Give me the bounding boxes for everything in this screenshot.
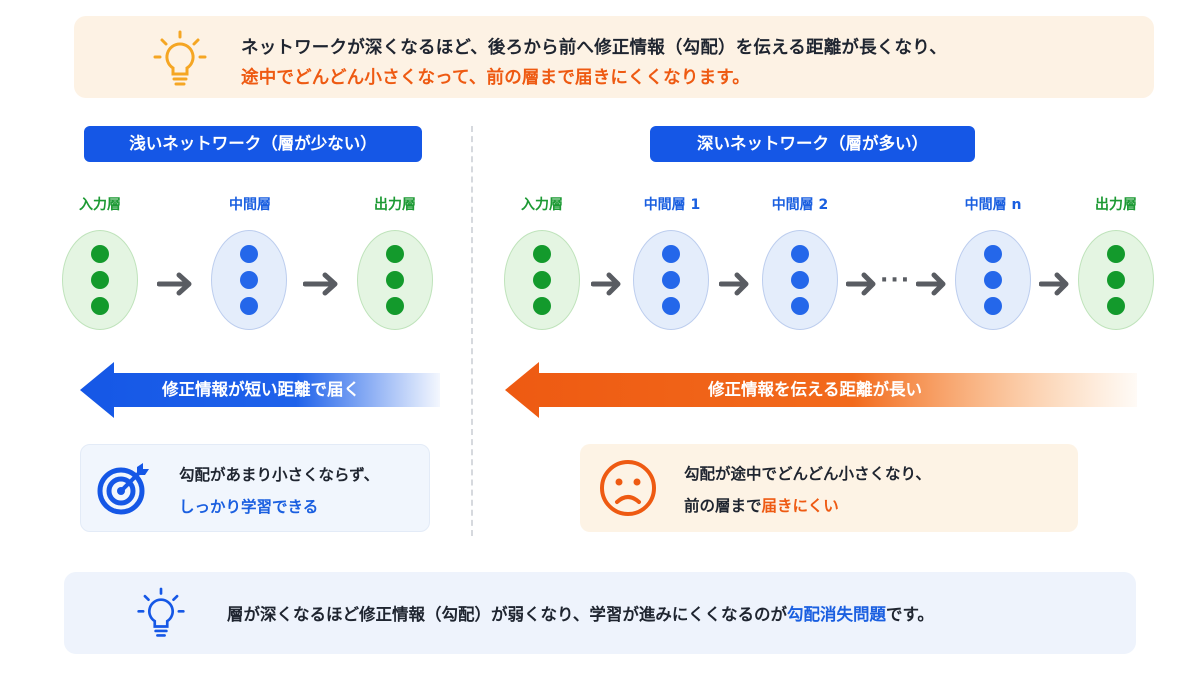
right-arrow-icon bbox=[916, 272, 946, 296]
neuron-dot bbox=[984, 271, 1002, 289]
deep-layer-label-output: 出力層 bbox=[1095, 197, 1137, 213]
neuron-dot bbox=[533, 271, 551, 289]
target-icon bbox=[97, 463, 149, 515]
deep-layer-label-hidden-n: 中間層 n bbox=[964, 197, 1022, 213]
right-arrow-icon bbox=[157, 272, 192, 296]
deep-result-card: 勾配が途中でどんどん小さくなり、 前の層まで届きにくい bbox=[580, 444, 1078, 532]
shallow-output-layer-node bbox=[357, 230, 433, 330]
summary-suffix: です。 bbox=[886, 605, 934, 624]
neuron-dot bbox=[791, 245, 809, 263]
neuron-dot bbox=[240, 271, 258, 289]
shallow-layer-label-output: 出力層 bbox=[374, 197, 416, 213]
summary-text: 層が深くなるほど修正情報（勾配）が弱くなり、学習が進みにくくなるのが勾配消失問題… bbox=[227, 601, 934, 625]
summary-prefix: 層が深くなるほど修正情報（勾配）が弱くなり、学習が進みにくくなるのが bbox=[227, 605, 788, 624]
lightbulb-icon bbox=[137, 587, 185, 637]
deep-network-title: 深いネットワーク（層が多い） bbox=[650, 126, 975, 162]
deep-card-line-2-highlight: 届きにくい bbox=[761, 497, 839, 515]
summary-highlight: 勾配消失問題 bbox=[787, 605, 887, 624]
neuron-dot bbox=[533, 245, 551, 263]
neuron-dot bbox=[240, 297, 258, 315]
right-arrow-icon bbox=[1039, 272, 1069, 296]
deep-card-line-2-prefix: 前の層まで bbox=[684, 497, 762, 515]
neuron-dot bbox=[1107, 297, 1125, 315]
deep-hidden-layer-2-node bbox=[762, 230, 838, 330]
right-arrow-icon bbox=[719, 272, 749, 296]
shallow-card-line-1: 勾配があまり小さくならず、 bbox=[179, 466, 380, 484]
neuron-dot bbox=[386, 245, 404, 263]
shallow-arrow-label: 修正情報が短い距離で届く bbox=[162, 380, 360, 399]
deep-card-line-1: 勾配が途中でどんどん小さくなり、 bbox=[684, 465, 931, 483]
deep-layer-label-input: 入力層 bbox=[521, 197, 563, 213]
shallow-hidden-layer-node bbox=[211, 230, 287, 330]
neuron-dot bbox=[91, 245, 109, 263]
neuron-dot bbox=[1107, 271, 1125, 289]
shallow-network-title: 浅いネットワーク（層が少ない） bbox=[84, 126, 422, 162]
top-banner: ネットワークが深くなるほど、後ろから前へ修正情報（勾配）を伝える距離が長くなり、… bbox=[74, 16, 1154, 98]
lightbulb-icon bbox=[153, 30, 207, 86]
shallow-card-line-2: しっかり学習できる bbox=[179, 498, 319, 516]
sad-face-icon bbox=[600, 460, 656, 516]
neuron-dot bbox=[662, 245, 680, 263]
neuron-dot bbox=[791, 297, 809, 315]
deep-layer-label-hidden-2: 中間層 2 bbox=[771, 197, 829, 213]
deep-card-line-2: 前の層まで届きにくい bbox=[684, 494, 839, 516]
deep-arrow-label: 修正情報を伝える距離が長い bbox=[707, 380, 922, 399]
left-arrow-icon bbox=[505, 362, 1137, 418]
shallow-result-card: 勾配があまり小さくならず、 しっかり学習できる bbox=[80, 444, 430, 532]
neuron-dot bbox=[533, 297, 551, 315]
neuron-dot bbox=[662, 297, 680, 315]
section-divider bbox=[471, 126, 473, 536]
right-arrow-icon bbox=[591, 272, 621, 296]
ellipsis-dots: ··· bbox=[880, 268, 912, 293]
neuron-dot bbox=[91, 271, 109, 289]
neuron-dot bbox=[984, 245, 1002, 263]
deep-input-layer-node bbox=[504, 230, 580, 330]
banner-line-1: ネットワークが深くなるほど、後ろから前へ修正情報（勾配）を伝える距離が長くなり、 bbox=[241, 38, 947, 58]
neuron-dot bbox=[1107, 245, 1125, 263]
neuron-dot bbox=[240, 245, 258, 263]
deep-backprop-arrow: 修正情報を伝える距離が長い bbox=[505, 362, 1137, 418]
bottom-summary-banner: 層が深くなるほど修正情報（勾配）が弱くなり、学習が進みにくくなるのが勾配消失問題… bbox=[64, 572, 1136, 654]
right-arrow-icon bbox=[303, 272, 338, 296]
left-arrow-icon bbox=[80, 362, 440, 418]
shallow-input-layer-node bbox=[62, 230, 138, 330]
deep-output-layer-node bbox=[1078, 230, 1154, 330]
neuron-dot bbox=[984, 297, 1002, 315]
neuron-dot bbox=[791, 271, 809, 289]
deep-hidden-layer-1-node bbox=[633, 230, 709, 330]
neuron-dot bbox=[386, 297, 404, 315]
deep-layer-label-hidden-1: 中間層 1 bbox=[643, 197, 701, 213]
deep-hidden-layer-n-node bbox=[955, 230, 1031, 330]
right-arrow-icon bbox=[846, 272, 876, 296]
shallow-layer-label-input: 入力層 bbox=[79, 197, 121, 213]
neuron-dot bbox=[91, 297, 109, 315]
neuron-dot bbox=[386, 271, 404, 289]
shallow-layer-label-hidden: 中間層 bbox=[229, 197, 271, 213]
neuron-dot bbox=[662, 271, 680, 289]
shallow-backprop-arrow: 修正情報が短い距離で届く bbox=[80, 362, 440, 418]
banner-line-2: 途中でどんどん小さくなって、前の層まで届きにくくなります。 bbox=[241, 68, 750, 88]
